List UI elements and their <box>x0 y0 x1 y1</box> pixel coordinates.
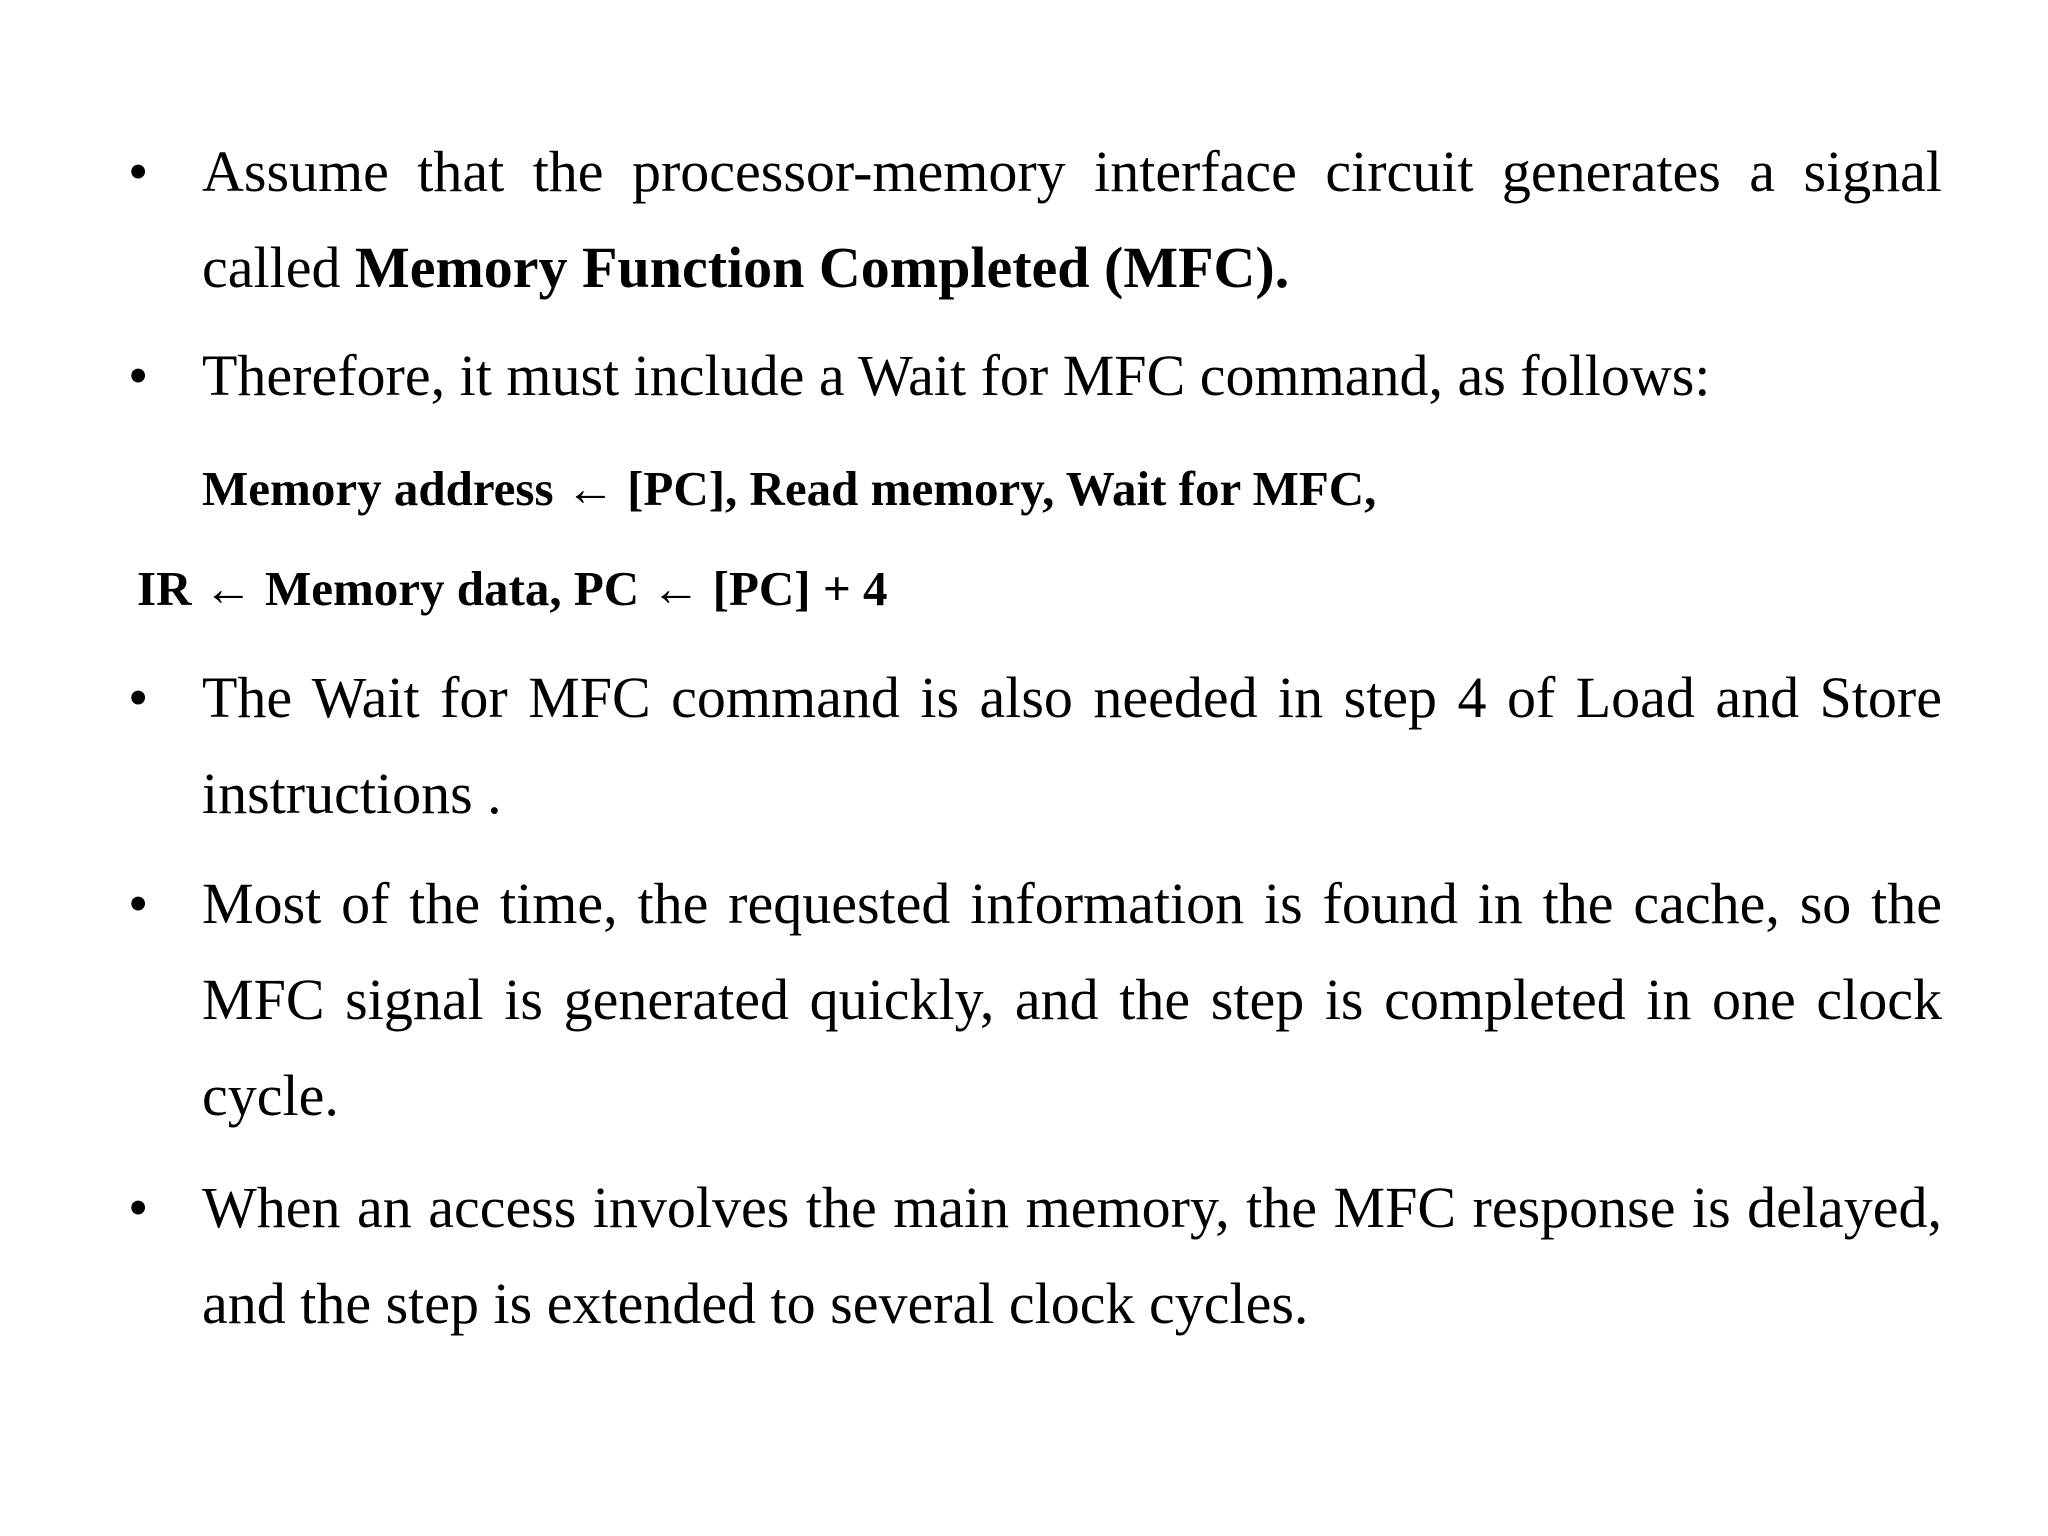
bullet-item-mfc-assumption: Assume that the processor-memory interfa… <box>202 124 1942 316</box>
bullet-item-load-store: The Wait for MFC command is also needed … <box>202 650 1942 842</box>
bullet-item-cache-hit: Most of the time, the requested informat… <box>202 856 1942 1144</box>
code-line-memory-address: Memory address ← [PC], Read memory, Wait… <box>202 461 1377 516</box>
bullet-text: Assume that the processor-memory interfa… <box>202 139 1942 300</box>
bullet-text: Therefore, it must include a Wait for MF… <box>202 343 1711 408</box>
bullet-marker: • <box>128 1175 149 1240</box>
bullet-item-main-memory: When an access involves the main memory,… <box>202 1160 1942 1352</box>
bullet-marker: • <box>128 343 149 408</box>
bullet-text-bold: Memory Function Completed (MFC). <box>354 235 1290 300</box>
bullet-item-wait-command: Therefore, it must include a Wait for MF… <box>202 328 1942 424</box>
bullet-marker: • <box>128 665 149 730</box>
bullet-marker: • <box>128 139 149 204</box>
bullet-text: Most of the time, the requested informat… <box>202 871 1942 1128</box>
code-line-ir-memory-data: IR ← Memory data, PC ← [PC] + 4 <box>137 561 888 616</box>
bullet-marker: • <box>128 871 149 936</box>
bullet-text: When an access involves the main memory,… <box>202 1175 1942 1336</box>
bullet-text: The Wait for MFC command is also needed … <box>202 665 1942 826</box>
